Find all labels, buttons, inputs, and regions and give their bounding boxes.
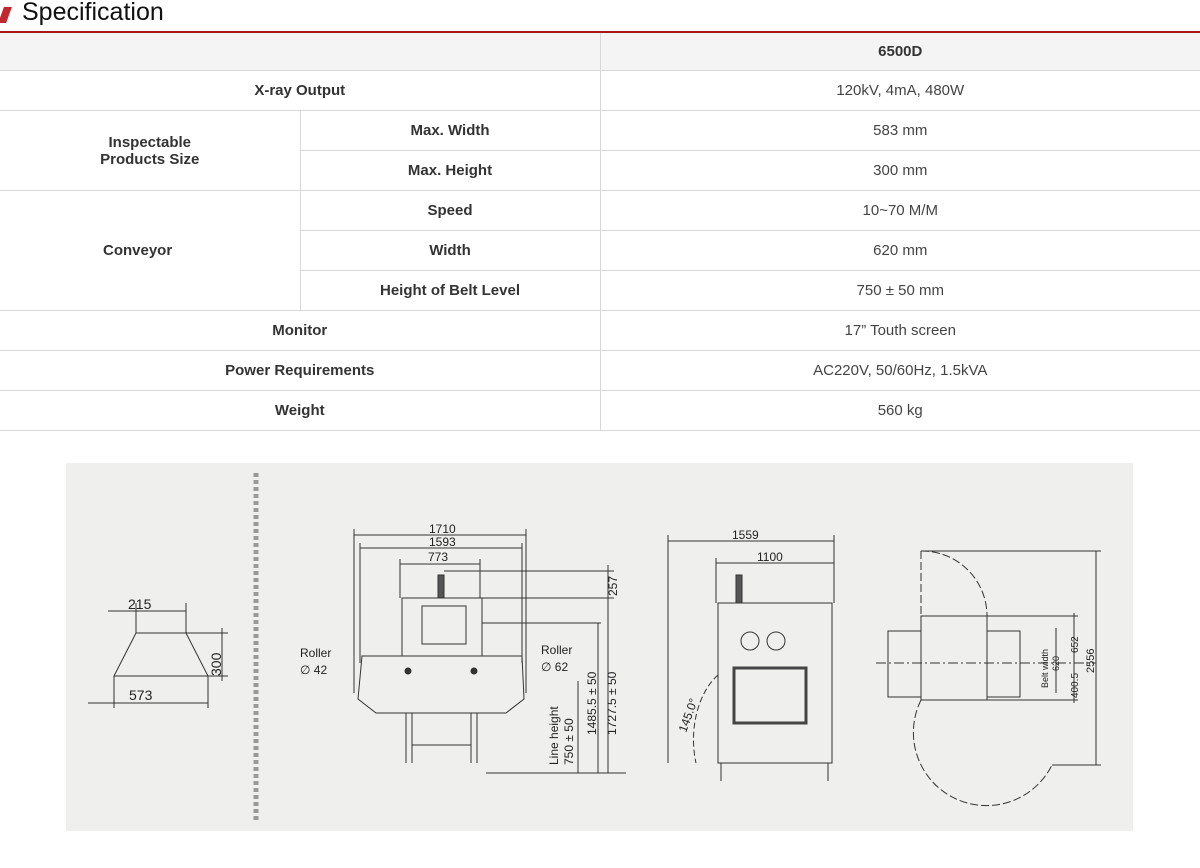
row-value: 750 ± 50 mm xyxy=(600,270,1200,311)
dim-652: 652 xyxy=(1070,636,1081,653)
row-label: Speed xyxy=(300,190,601,231)
table-row: Height of Belt Level 750 ± 50 mm xyxy=(0,270,1200,311)
spec-table: 6500D X-ray Output 120kV, 4mA, 480W Insp… xyxy=(0,33,1200,431)
dim-257: 257 xyxy=(606,576,620,596)
page-title: Specification xyxy=(22,0,164,26)
belt-width-label: Belt width xyxy=(1040,649,1050,688)
line-height-value: 750 ± 50 xyxy=(562,718,576,765)
table-row: Weight 560 kg xyxy=(0,390,1200,431)
row-value: 583 mm xyxy=(600,110,1200,151)
row-value: 17” Touth screen xyxy=(600,310,1200,351)
dim-2556: 2556 xyxy=(1085,649,1097,673)
roller-left-dia: ∅ 42 xyxy=(300,663,327,677)
belt-width-value: 620 xyxy=(1051,656,1061,671)
row-value: 300 mm xyxy=(600,150,1200,191)
row-label: Power Requirements xyxy=(0,350,601,391)
dim-1559: 1559 xyxy=(732,528,759,542)
row-value: 620 mm xyxy=(600,230,1200,271)
empty-header xyxy=(0,33,601,71)
dim-bottom-width: 573 xyxy=(129,687,153,703)
row-label: Monitor xyxy=(0,310,601,351)
table-row: Monitor 17” Touth screen xyxy=(0,310,1200,351)
section-header: Specification xyxy=(0,0,1200,33)
row-label: Weight xyxy=(0,390,601,431)
row-value: 120kV, 4mA, 480W xyxy=(600,70,1200,111)
row-group-label: Conveyor xyxy=(0,190,301,311)
table-row: Max. Height 300 mm xyxy=(0,150,1200,191)
row-label: Max. Width xyxy=(300,110,601,151)
dim-1727: 1727.5 ± 50 xyxy=(605,671,619,735)
dim-400: 400.5 xyxy=(1070,673,1081,698)
row-value: 560 kg xyxy=(600,390,1200,431)
dim-773: 773 xyxy=(428,550,448,564)
angle-label: 145.0° xyxy=(676,696,701,734)
row-value: 10~70 M/M xyxy=(600,190,1200,231)
front-view-diagram: 1710 1593 773 257 Roller ∅ 42 Roller ∅ 6… xyxy=(300,522,626,774)
row-group-label: Inspectable Products Size xyxy=(0,110,301,191)
dim-1710: 1710 xyxy=(429,522,456,536)
dim-height: 300 xyxy=(208,652,224,676)
line-height-label: Line height xyxy=(547,706,561,765)
row-label: Max. Height xyxy=(300,150,601,191)
technical-drawing-panel: 215 573 300 1710 1593 773 257 Roller ∅ 4… xyxy=(66,463,1133,831)
table-row: Width 620 mm xyxy=(0,230,1200,271)
dim-1593: 1593 xyxy=(429,535,456,549)
top-view-diagram: 2556 652 400.5 Belt width 620 xyxy=(876,550,1101,807)
table-header-row: 6500D xyxy=(0,33,1200,71)
row-value: AC220V, 50/60Hz, 1.5kVA xyxy=(600,350,1200,391)
table-row: X-ray Output 120kV, 4mA, 480W xyxy=(0,70,1200,111)
table-row: Power Requirements AC220V, 50/60Hz, 1.5k… xyxy=(0,350,1200,391)
row-label: Width xyxy=(300,230,601,271)
model-header: 6500D xyxy=(600,33,1200,71)
row-label: Height of Belt Level xyxy=(300,270,601,311)
side-view-diagram: 1559 1100 145.0° xyxy=(667,528,835,781)
dim-top-width: 215 xyxy=(128,596,152,612)
roller-right-dia: ∅ 62 xyxy=(541,660,568,674)
roller-right-label: Roller xyxy=(541,643,572,657)
dim-1485: 1485.5 ± 50 xyxy=(585,671,599,735)
roller-left-label: Roller xyxy=(300,646,331,660)
table-row: Conveyor Speed 10~70 M/M xyxy=(0,190,1200,311)
row-label: X-ray Output xyxy=(0,70,601,111)
accent-mark xyxy=(0,7,12,23)
dim-1100: 1100 xyxy=(757,550,783,564)
product-size-diagram: 215 573 300 xyxy=(88,596,228,708)
table-row: Inspectable Products Size Max. Width 583… xyxy=(0,110,1200,191)
